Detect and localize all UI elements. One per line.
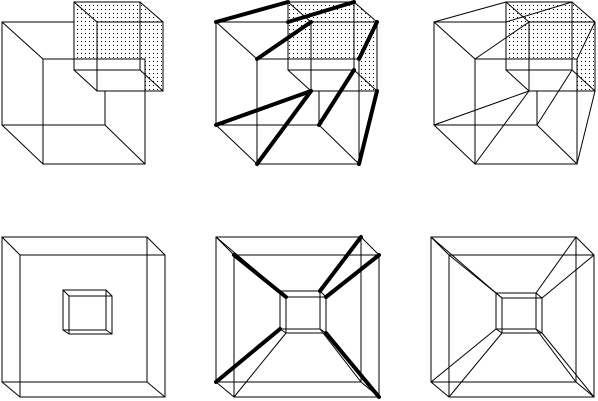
inner-cube (495, 292, 543, 334)
outer-cube (1, 236, 166, 398)
large-cube (433, 21, 578, 165)
dotted-small-cube (505, 1, 596, 92)
bold-connectors (214, 0, 379, 166)
inner-cube (62, 289, 113, 335)
panel-cube-pair (1, 1, 164, 165)
bold-diagonals (214, 235, 381, 399)
panel-nested-thin (430, 236, 595, 398)
panel-connected-bold (214, 0, 379, 166)
panel-nested-cubes (1, 236, 166, 398)
dotted-small-cube (73, 1, 164, 92)
panel-connected-thin (433, 1, 596, 165)
outer-cube (430, 236, 595, 398)
thin-connectors (433, 1, 596, 165)
large-cube (1, 21, 146, 165)
outer-cube (215, 236, 380, 398)
thin-diagonals (430, 236, 595, 398)
panel-nested-bold (214, 235, 381, 399)
